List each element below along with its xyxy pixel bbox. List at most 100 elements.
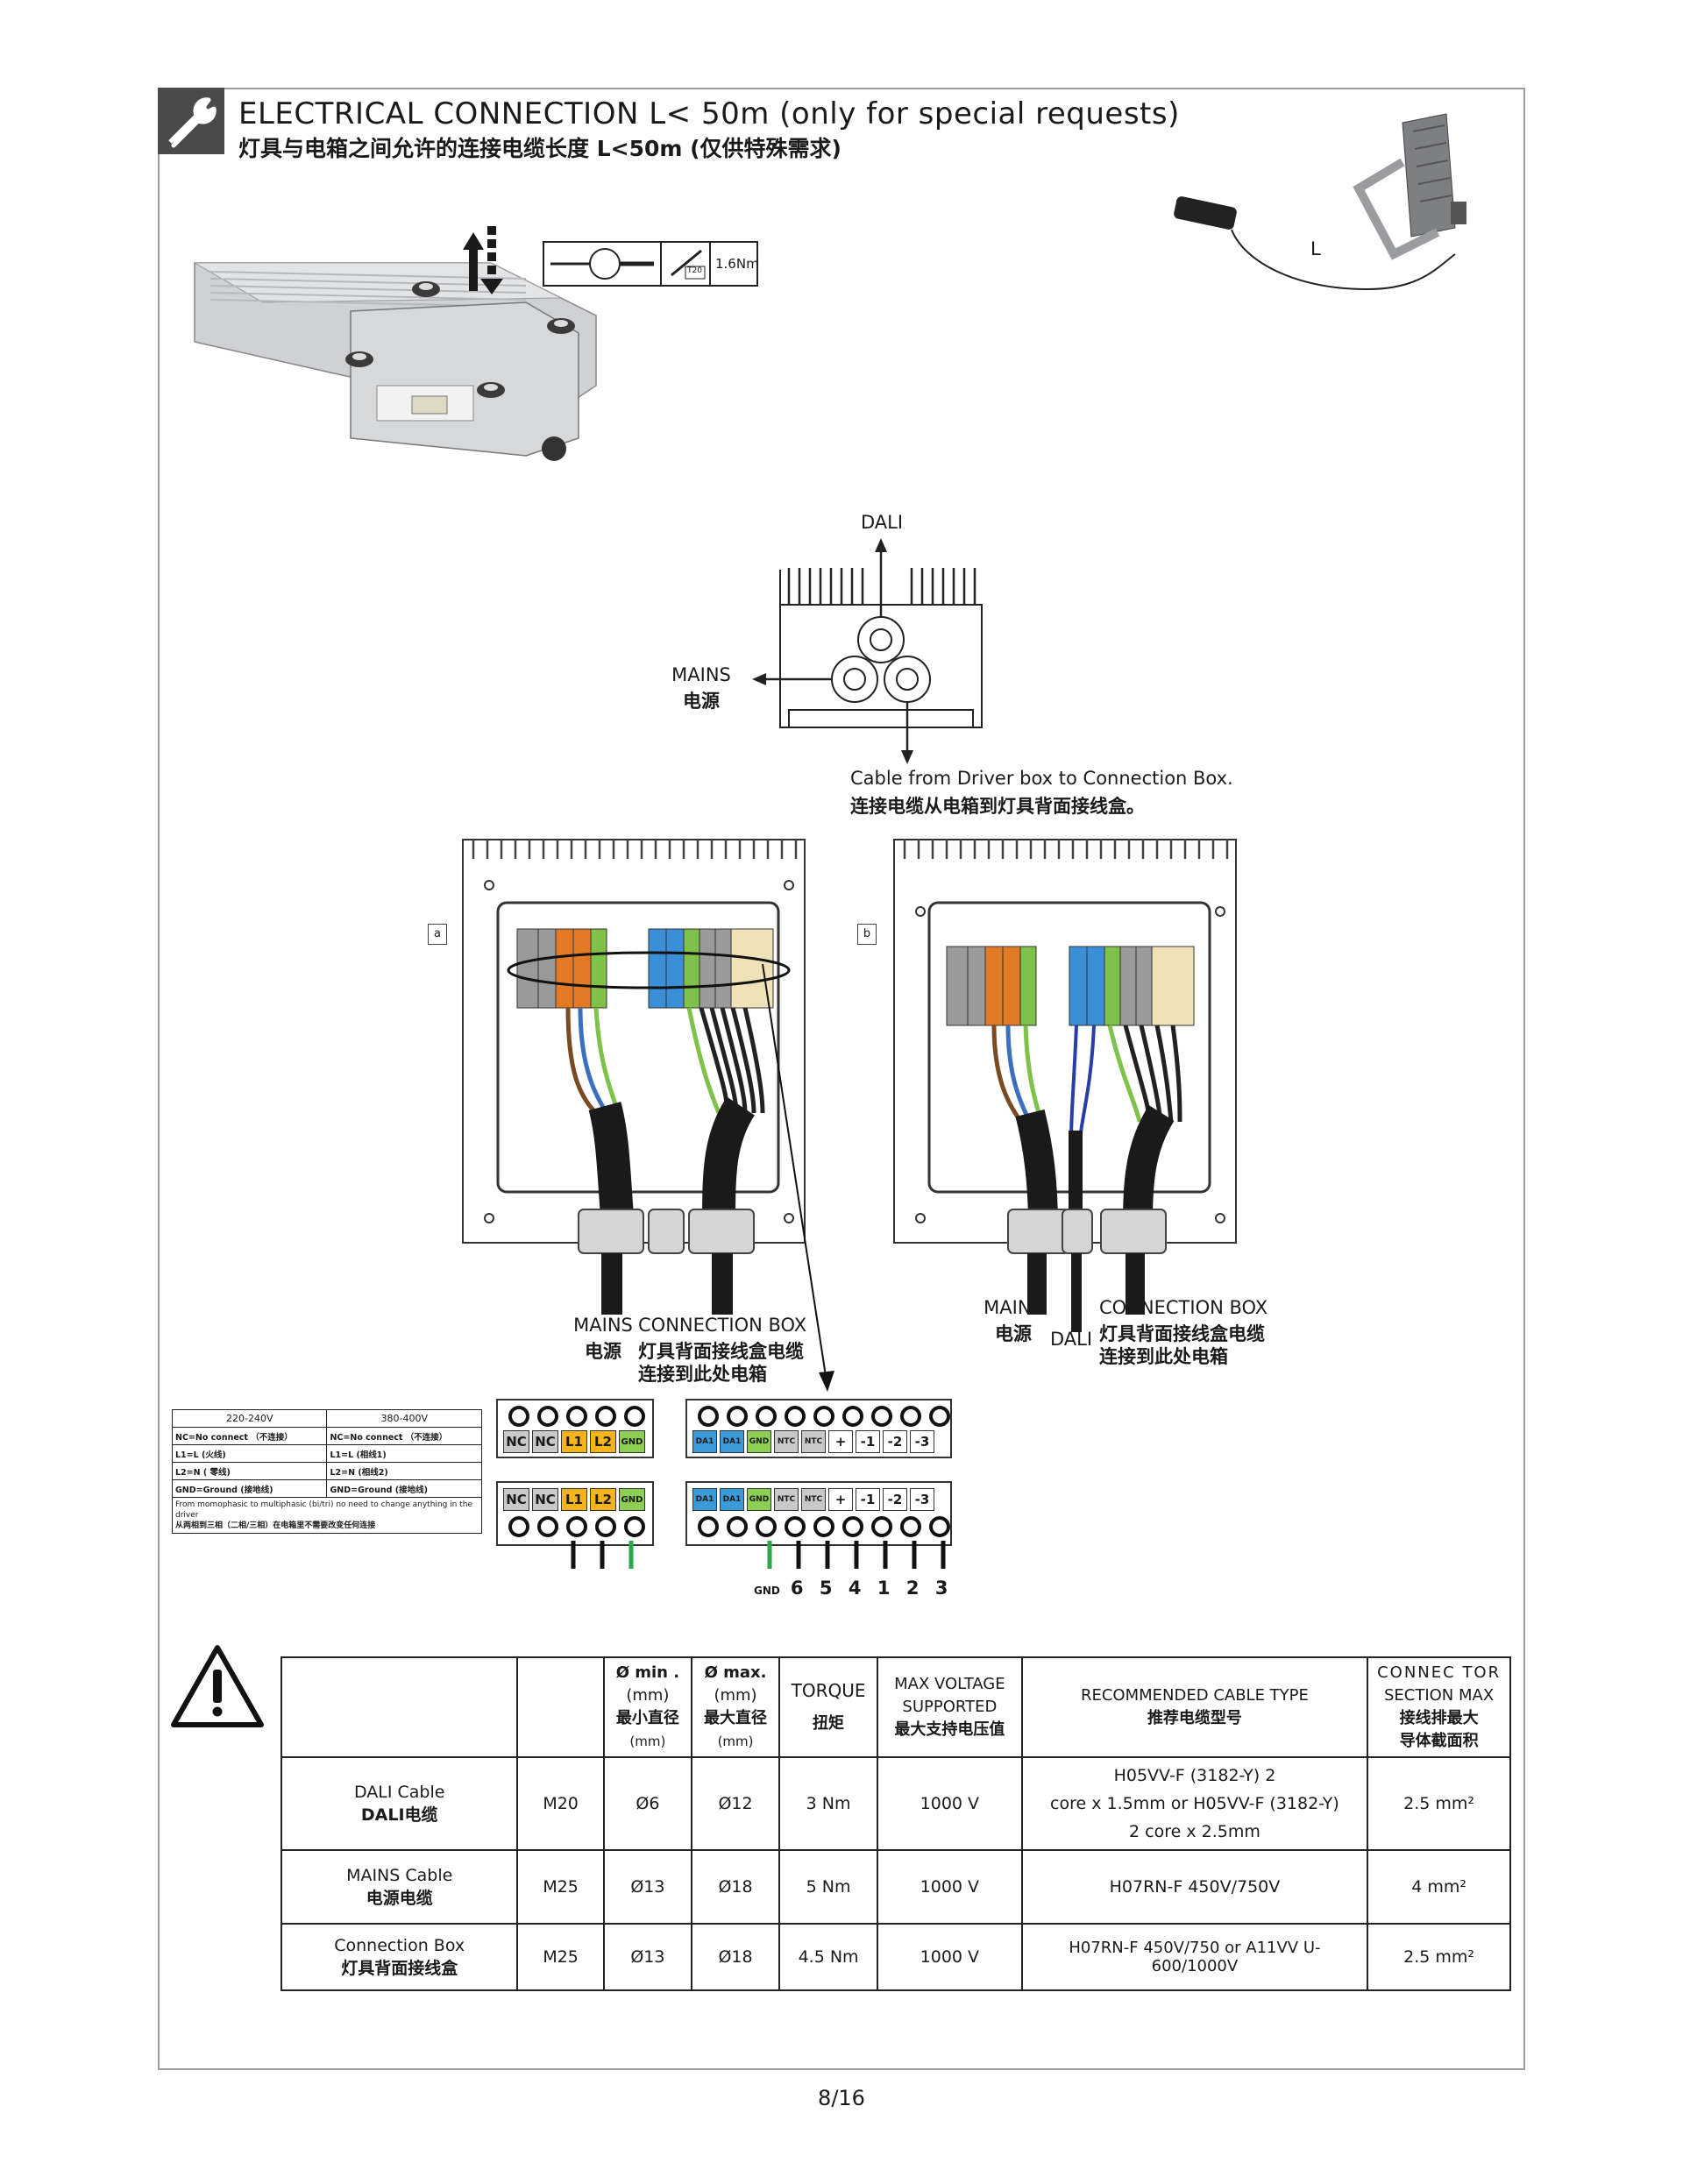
torque-label-cn: 扭矩 (813, 1714, 845, 1733)
terminal-number: 5 (819, 1578, 833, 1599)
terminal-nc: NC (532, 1430, 558, 1453)
min-unit-2: (mm) (629, 1734, 666, 1749)
screw-ring (929, 1406, 950, 1427)
terminal-gnd: GND (747, 1430, 771, 1453)
driver-caption: Cable from Driver box to Connection Box. (850, 768, 1233, 789)
min-label: Ø min . (615, 1663, 680, 1682)
terminal-l2: L2 (590, 1430, 616, 1453)
gland-size: M20 (516, 1756, 605, 1851)
torque-value-cell: 3 Nm (778, 1756, 878, 1851)
screw-ring (508, 1516, 529, 1537)
spec-header-cable: RECOMMENDED CABLE TYPE 推荐电缆型号 (1020, 1656, 1369, 1758)
variant-b-conn-cn1: 灯具背面接线盒电缆 (1099, 1323, 1265, 1344)
screw-ring (842, 1516, 863, 1537)
mains-label: MAINS (671, 664, 731, 685)
variant-a-conn: CONNECTION BOX (638, 1315, 807, 1336)
floodlight-illustration (1174, 113, 1466, 291)
terminal-nc: NC (503, 1488, 529, 1511)
screw-ring (871, 1516, 892, 1537)
driver-caption-cn: 连接电缆从电箱到灯具背面接线盒。 (850, 796, 1145, 817)
voltage-value: 1000 V (877, 1756, 1023, 1851)
voltage-note: From momophasic to multiphasic (bi/tri) … (172, 1497, 482, 1534)
terminal-minus1: -1 (856, 1488, 880, 1511)
screw-ring (756, 1516, 777, 1537)
terminal-ntc: NTC (801, 1430, 826, 1453)
page-number: 8/16 (818, 2086, 865, 2110)
table-row: MAINS Cable 电源电缆 M25 Ø13 Ø18 5 Nm 1000 V… (280, 1849, 1511, 1925)
terminal-da1: DA1 (720, 1430, 744, 1453)
section-label: CONNEC TOR (1377, 1663, 1502, 1682)
min-diameter: Ø13 (602, 1923, 692, 1991)
cable-name: Connection Box 灯具背面接线盒 (280, 1923, 519, 1991)
section-value: 2.5 mm² (1367, 1923, 1511, 1991)
page-title-cn: 灯具与电箱之间允许的连接电缆长度 L<50m (仅供特殊需求) (238, 136, 842, 161)
terminal-block-left-top: NC NC L1 L2 GND (496, 1399, 654, 1458)
variant-b-tag: b (857, 924, 877, 945)
terminal-l1: L1 (561, 1430, 587, 1453)
variant-a-conn-cn2: 连接到此处电箱 (638, 1364, 767, 1385)
terminal-minus3: -3 (910, 1488, 934, 1511)
terminal-gnd: GND (619, 1488, 645, 1511)
spec-header-torque: TORQUE 扭矩 (778, 1656, 878, 1758)
connection-box-diagrams (462, 839, 1237, 1392)
dali-label: DALI (861, 512, 904, 533)
min-diameter: Ø6 (602, 1756, 692, 1851)
cable-name-en: MAINS Cable (346, 1865, 453, 1885)
cable-type-line: core x 1.5mm or H05VV-F (3182-Y) (1050, 1794, 1339, 1813)
cable-type-line: H07RN-F 450V/750 or A11VV U-600/1000V (1069, 1939, 1321, 1975)
screw-ring (813, 1516, 834, 1537)
variant-a-mains-cn: 电源 (585, 1341, 621, 1362)
screw-ring (624, 1406, 645, 1427)
terminal-block-right-bottom: DA1 DA1 GND NTC NTC + -1 -2 -3 (685, 1481, 952, 1546)
cable-name-cn: 灯具背面接线盒 (341, 1958, 458, 1978)
max-unit-2: (mm) (717, 1734, 754, 1749)
min-label-cn: 最小直径 (615, 1709, 679, 1727)
spec-header-blank (516, 1656, 605, 1758)
cable-type-line: 2 core x 2.5mm (1129, 1822, 1260, 1841)
spec-header-section: CONNEC TOR SECTION MAX 接线排最大 导体截面积 (1367, 1656, 1511, 1758)
spec-header-max: Ø max. (mm) 最大直径 (mm) (690, 1656, 781, 1758)
terminal-gnd: GND (747, 1488, 771, 1511)
terminal-da1: DA1 (692, 1430, 717, 1453)
section-value: 4 mm² (1367, 1849, 1511, 1925)
terminal-number: 2 (905, 1578, 920, 1599)
min-unit: (mm) (626, 1686, 670, 1705)
variant-b-mains-cn: 电源 (995, 1323, 1032, 1344)
section-value: 2.5 mm² (1367, 1756, 1511, 1851)
terminal-l2: L2 (590, 1488, 616, 1511)
voltage-label-cn: 最大支持电压值 (894, 1720, 1005, 1739)
screw-ring (785, 1516, 806, 1537)
screw-ring (508, 1406, 529, 1427)
wrench-icon (158, 88, 224, 154)
terminal-minus1: -1 (856, 1430, 880, 1453)
terminal-da1: DA1 (692, 1488, 717, 1511)
page-title: ELECTRICAL CONNECTION L< 50m (only for s… (238, 96, 1180, 131)
screw-ring (900, 1406, 921, 1427)
cable-name-cn: DALI电缆 (360, 1805, 438, 1825)
max-diameter: Ø18 (690, 1923, 781, 1991)
max-unit: (mm) (714, 1686, 757, 1705)
voltage-table: 220-240V 380-400V NC=No connect （不连接） NC… (171, 1409, 482, 1534)
terminal-block-left-bottom: NC NC L1 L2 GND (496, 1481, 654, 1546)
cable-type: H05VV-F (3182-Y) 2 core x 1.5mm or H05VV… (1020, 1756, 1369, 1851)
section-label-2: SECTION MAX (1383, 1686, 1495, 1705)
voltage-header: 220-240V (171, 1409, 328, 1428)
variant-b-conn-cn2: 连接到此处电箱 (1099, 1346, 1228, 1367)
max-diameter: Ø12 (690, 1756, 781, 1851)
warning-icon (171, 1645, 264, 1727)
cable-name-cn: 电源电缆 (366, 1888, 433, 1908)
cable-label-cn: 推荐电缆型号 (1147, 1709, 1242, 1727)
spec-header-blank (280, 1656, 519, 1758)
screw-ring (900, 1516, 921, 1537)
terminal-nc: NC (503, 1430, 529, 1453)
torque-value: 1.6Nm (715, 256, 759, 272)
voltage-note-cn: 从两相到三相（二相/三相）在电箱里不需要改变任何连接 (175, 1521, 376, 1530)
page-frame (158, 88, 1525, 2070)
screw-ring (595, 1406, 616, 1427)
terminal-l1: L1 (561, 1488, 587, 1511)
terminal-ntc: NTC (774, 1430, 799, 1453)
terminal-plus: + (828, 1430, 853, 1453)
max-label-cn: 最大直径 (704, 1709, 768, 1727)
screw-ring (785, 1406, 806, 1427)
terminal-block-right-top: DA1 DA1 GND NTC NTC + -1 -2 -3 (685, 1399, 952, 1458)
